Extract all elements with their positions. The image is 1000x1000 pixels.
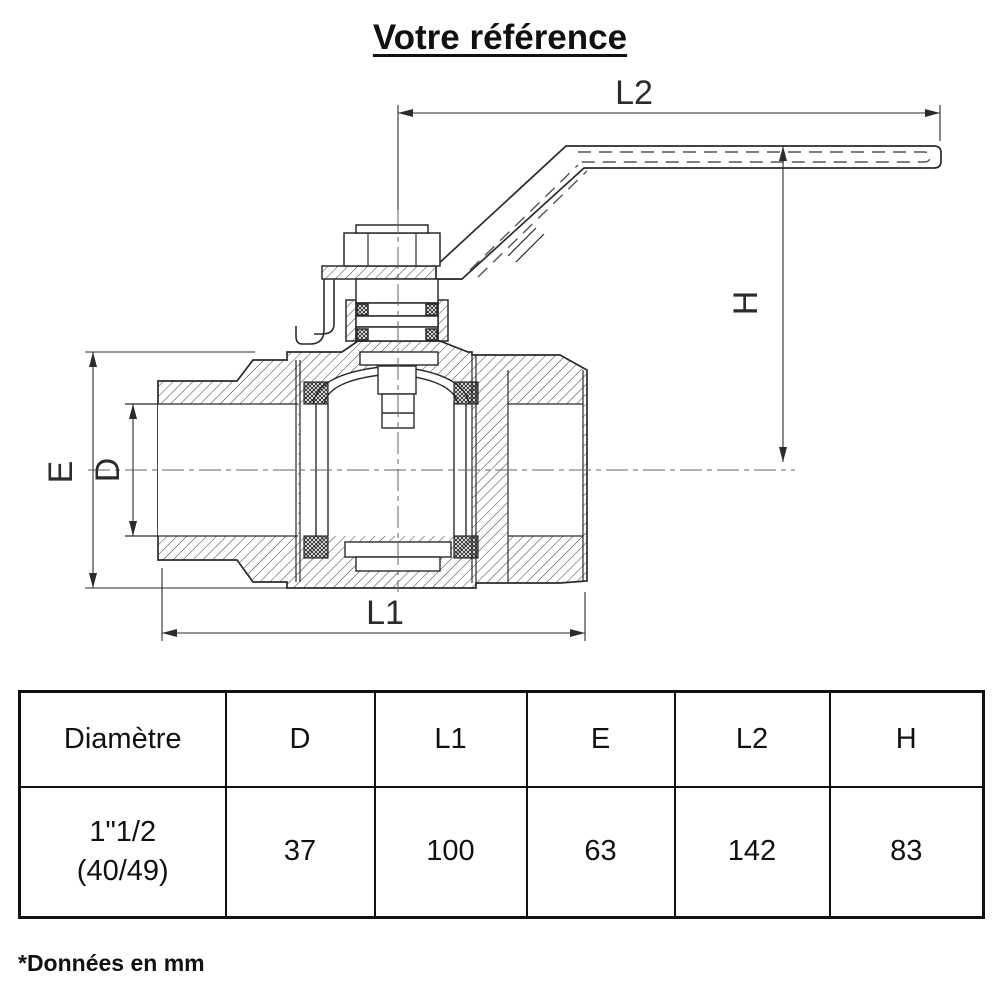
header-l1: L1 (373, 690, 528, 788)
cell-l2: 142 (673, 785, 831, 919)
handle-hook (295, 279, 335, 345)
handle (295, 145, 942, 345)
cell-d: 37 (224, 785, 376, 919)
header-h: H (828, 690, 985, 788)
header-diametre: Diamètre (18, 690, 227, 788)
diameter-line2: (40/49) (76, 854, 169, 887)
dimension-h: H (727, 146, 787, 462)
header-e: E (525, 690, 676, 788)
handle-bend-lines (507, 227, 545, 263)
stem-assembly (343, 224, 449, 342)
dimension-table: Diamètre D L1 E L2 H 1"1/2 (40/49) 37 10… (18, 690, 985, 919)
cell-h: 83 (828, 785, 985, 919)
table-row: 1"1/2 (40/49) 37 100 63 142 83 (18, 785, 985, 919)
stem-block (355, 278, 439, 304)
valve-body (125, 340, 588, 589)
seal-end (356, 303, 369, 316)
page-title: Votre référence (0, 18, 1000, 58)
seal-end (425, 303, 438, 316)
stem-spacer (355, 315, 439, 328)
centerlines (88, 210, 795, 592)
handle-arm (435, 145, 942, 280)
header-l2: L2 (673, 690, 831, 788)
stem-nut (343, 232, 441, 267)
valve-seats (303, 381, 479, 559)
diameter-line1: 1"1/2 (89, 815, 157, 848)
cell-diameter: 1"1/2 (40/49) (18, 785, 227, 919)
label-d: D (89, 458, 127, 483)
dimensions: L2 H E D (42, 74, 941, 641)
seal-end (425, 328, 438, 341)
cell-l1: 100 (373, 785, 528, 919)
seal-end (356, 328, 369, 341)
gland-wall-right (437, 299, 449, 342)
label-e: E (42, 461, 80, 484)
table-header-row: Diamètre D L1 E L2 H (18, 690, 985, 788)
page-title-text: Votre référence (372, 18, 628, 57)
dimension-l2: L2 (397, 74, 941, 210)
gland-wall-left (345, 299, 357, 342)
header-d: D (224, 690, 376, 788)
label-l1: L1 (366, 594, 404, 632)
label-h: H (727, 291, 765, 316)
label-l2: L2 (615, 74, 653, 112)
ball-cavity (300, 366, 472, 536)
seal-ring-lower (355, 326, 439, 342)
units-note: *Données en mm (18, 950, 205, 976)
nut-top-washer (355, 224, 429, 234)
dimension-l1: L1 (161, 568, 586, 641)
handle-hidden-lines (469, 151, 931, 278)
valve-diagram: L2 H E D (42, 74, 942, 641)
dimension-e: E (42, 351, 300, 589)
dimension-d: D (89, 404, 137, 536)
cell-e: 63 (525, 785, 676, 919)
